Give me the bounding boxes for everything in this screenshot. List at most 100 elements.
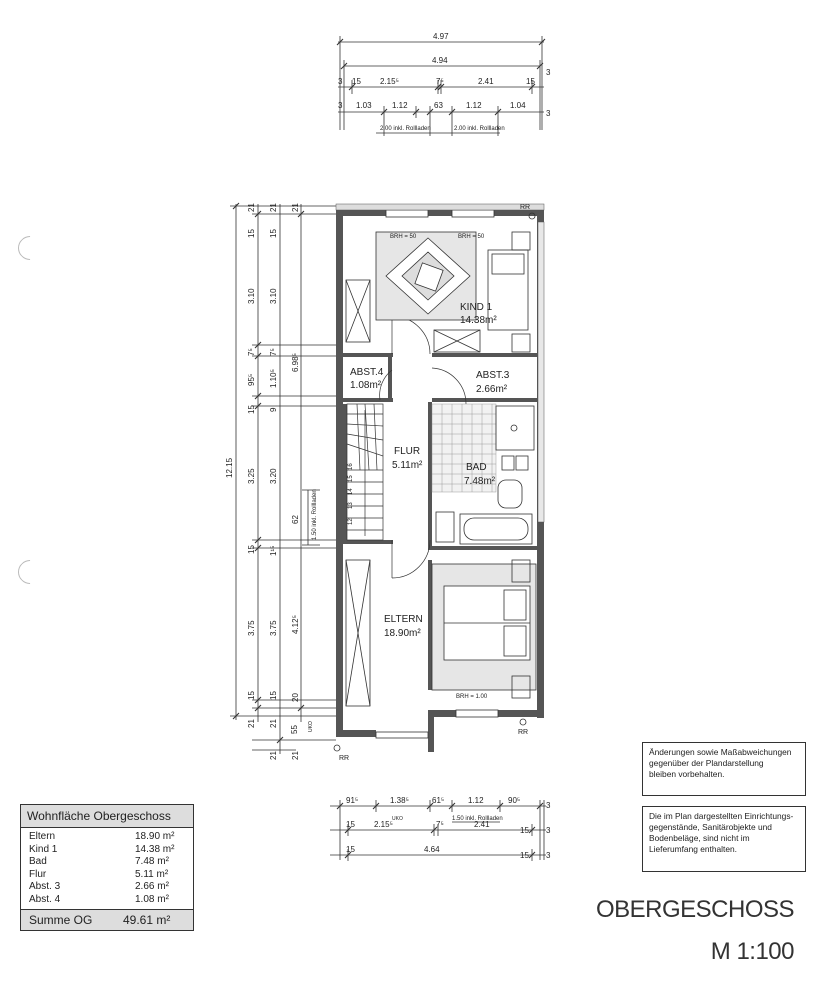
area-row: Bad 7.48 m² — [29, 856, 187, 869]
dim-bottom: 3 — [546, 801, 551, 810]
area-row-value: 14.38 m² — [135, 843, 175, 855]
dim-left: 6.98⁵ — [291, 353, 300, 372]
eltern-name: ELTERN — [384, 614, 423, 625]
dim-left: 15 — [247, 545, 256, 554]
area-row: Kind 1 14.38 m² — [29, 844, 187, 857]
dim-left: 3.10 — [247, 288, 256, 304]
note-deviations: Änderungen sowie Maßabweichungen gegenüb… — [642, 742, 806, 796]
dim-top: 1.12 — [392, 101, 408, 110]
dim-left: 7⁵ — [247, 348, 256, 356]
area-row-name: Kind 1 — [29, 843, 58, 855]
stair-step-numbers: 12 13 14 15 16 — [348, 463, 354, 525]
dim-left: 15 — [269, 691, 278, 700]
note-line: Änderungen sowie Maßabweichungen — [649, 747, 792, 757]
rr-label-bottom-right: RR — [518, 729, 528, 736]
brh-label-eltern: BRH = 1.00 — [456, 694, 488, 700]
dim-left: 1.10⁵ — [269, 369, 278, 388]
dim-bottom: 3 — [546, 826, 551, 835]
dim-bottom: 2.15⁵ — [374, 820, 393, 829]
kind1-area: 14.38m² — [460, 315, 497, 326]
eltern-area: 18.90m² — [384, 628, 421, 639]
dim-left: 9 — [269, 407, 278, 412]
dim-top-overall: 4.97 — [433, 32, 449, 41]
dim-bottom: 15 — [346, 845, 355, 854]
stair-step: 13 — [348, 502, 354, 509]
dim-left: 62 — [291, 515, 300, 524]
dim-bottom: 91⁵ — [346, 796, 358, 805]
dim-bottom: 1.12 — [468, 796, 484, 805]
dim-left: 1¹⁵ — [269, 546, 278, 556]
dim-left: 55 — [290, 725, 299, 734]
flur-area: 5.11m² — [392, 460, 423, 471]
note-line: Die im Plan dargestellten Einrichtungs- — [649, 811, 794, 821]
kind1-name: KIND 1 — [460, 302, 493, 313]
stair-step: 12 — [348, 518, 354, 525]
stair-step: 16 — [348, 463, 354, 470]
dim-top-rollladen: 2.00 inkl. Rollladen — [454, 126, 505, 132]
area-row-value: 1.08 m² — [135, 893, 169, 905]
dim-bottom: 61⁵ — [432, 796, 444, 805]
dim-bottom-rollladen: 1.50 inkl. Rollladen — [452, 816, 503, 822]
dim-left: 15 — [247, 405, 256, 414]
dim-left: 21 — [291, 203, 300, 212]
abst3-area: 2.66m² — [476, 384, 508, 395]
note-line: Bodenbeläge, sind nicht im — [649, 833, 750, 843]
dim-bottom: 7⁵ — [436, 820, 444, 829]
area-sum-label: Summe OG — [29, 912, 93, 927]
dim-left: 21 — [247, 203, 256, 212]
dim-bottom: 1.38⁵ — [390, 796, 409, 805]
note-line: Lieferumfang enthalten. — [649, 844, 737, 854]
dim-top: 1.12 — [466, 101, 482, 110]
dim-bottom: 3 — [546, 851, 551, 860]
dim-top-rollladen: 2.00 inkl. Rollladen — [380, 126, 431, 132]
dim-left: 3.75 — [247, 620, 256, 636]
note-line: gegenüber der Plandarstellung — [649, 758, 764, 768]
plan-scale: M 1:100 — [710, 938, 795, 965]
dim-left: 7⁵ — [269, 348, 278, 356]
dim-top: 3 — [546, 109, 551, 118]
dim-left: 15 — [247, 229, 256, 238]
dim-top: 3 — [338, 77, 343, 86]
dim-bottom: 2.41 — [474, 820, 490, 829]
rr-label-bottom-left: RR — [339, 755, 349, 762]
dim-left: 3.25 — [247, 468, 256, 484]
dim-top: 7⁵ — [436, 77, 444, 86]
area-row-value: 7.48 m² — [135, 856, 169, 868]
area-row-value: 2.66 m² — [135, 881, 169, 893]
dim-top: 3 — [338, 101, 343, 110]
area-row-name: Eltern — [29, 831, 56, 842]
dim-bottom: 90⁵ — [508, 796, 520, 805]
dim-top: 1.04 — [510, 101, 526, 110]
abst4-name: ABST.4 — [350, 367, 384, 378]
dim-left: 15 — [247, 691, 256, 700]
area-row-name: Bad — [29, 856, 47, 868]
stair-step: 15 — [348, 475, 354, 482]
stair-step: 14 — [348, 488, 354, 495]
dim-left: 21 — [269, 203, 278, 212]
dim-left: 3.20 — [269, 468, 278, 484]
area-sum-row: Summe OG 49.61 m² — [21, 908, 193, 930]
area-row-name: Abst. 3 — [29, 881, 61, 893]
dim-left-col3: 21 6.98⁵ 1.50 inkl. Rollladen 4.12⁵ 20 2… — [269, 203, 318, 760]
dim-left-col1: 21 15 3.10 7⁵ 95⁵ 15 3.25 15 3.75 15 21 — [247, 203, 256, 728]
rr-label-top: RR — [520, 204, 530, 211]
dim-left: 95⁵ — [247, 374, 256, 386]
dim-top: 3 — [546, 68, 551, 77]
dim-top-inner: 4.94 — [432, 56, 448, 65]
area-row: Abst. 3 2.66 m² — [29, 881, 187, 894]
dim-left-uko: UKO — [308, 721, 314, 732]
area-row-value: 5.11 m² — [135, 868, 169, 880]
dim-left: 3.10 — [269, 288, 278, 304]
bad-area: 7.48m² — [464, 476, 496, 487]
brh-label-right: BRH = 50 — [458, 234, 485, 240]
dim-top: 2.15⁵ — [380, 77, 399, 86]
dim-top: 63 — [434, 101, 443, 110]
abst3-name: ABST.3 — [476, 370, 510, 381]
dim-left: 21 — [247, 719, 256, 728]
dim-bottom: 15 — [520, 826, 529, 835]
